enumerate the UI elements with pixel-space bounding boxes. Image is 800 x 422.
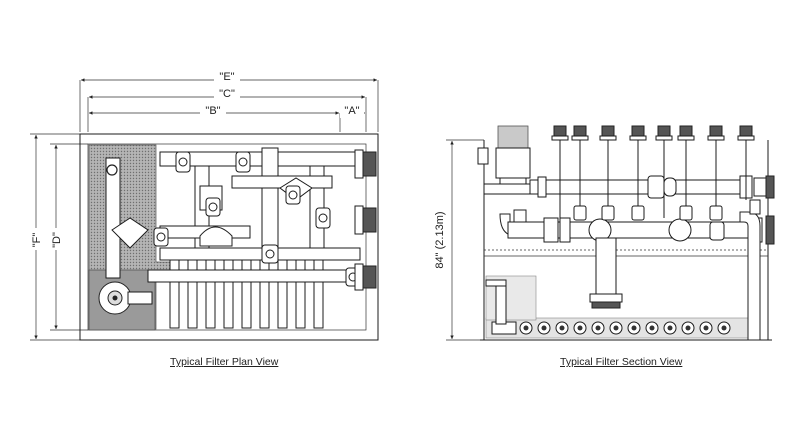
plan-suction-pipe: [105, 157, 121, 279]
section-center-downpipe: [595, 237, 617, 303]
plan-wall-flanges: [354, 149, 377, 291]
height-label: 84" (2.13m): [434, 211, 446, 268]
tank-outer-wall: [79, 133, 379, 341]
plan-elbow: [199, 226, 233, 247]
section-upper-header: [529, 179, 741, 195]
plan-view-caption: Typical Filter Plan View: [170, 356, 279, 368]
plan-view: "E" "C" "B" "A" "F" "D": [28, 70, 379, 341]
plan-gauge: [106, 164, 118, 176]
pump-motor-body: [495, 147, 531, 179]
dimension-a-label: "A": [344, 105, 359, 117]
section-view-caption: Typical Filter Section View: [560, 356, 683, 368]
plan-center-riser: [261, 147, 279, 257]
plan-laterals: [169, 257, 324, 329]
section-nozzles: [519, 321, 731, 335]
plan-discharge-pipe: [147, 269, 354, 283]
section-view: 84" (2.13m): [432, 125, 775, 341]
section-valve-bodies: [573, 205, 723, 221]
plan-bottom-header: [159, 247, 361, 261]
dimension-f-label: "F": [31, 233, 43, 248]
dimension-c-label: "C": [219, 88, 235, 100]
tank-inner-wall: [87, 143, 367, 331]
dimension-b-label: "B": [205, 105, 220, 117]
plan-valves: [153, 151, 361, 287]
dimension-d-label: "D": [51, 232, 63, 248]
section-valve-stems: [559, 134, 747, 218]
dimension-e-label: "E": [219, 71, 234, 83]
plan-wye-fitting: [111, 217, 149, 249]
pump-motor-top: [497, 125, 529, 149]
section-valve-handles: [551, 125, 755, 141]
